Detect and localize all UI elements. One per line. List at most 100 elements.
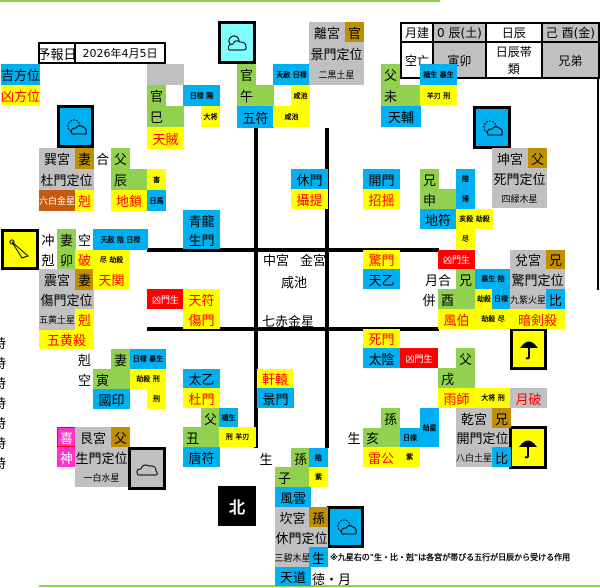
element-effect: 剋 xyxy=(75,309,94,330)
star-god-cell: 雷公 xyxy=(363,447,399,467)
ke-mark: 剋 xyxy=(77,353,91,369)
relation-cell: 孫 xyxy=(381,408,400,428)
gate-cell: 生門 xyxy=(183,230,220,249)
shensha-cell: 福生 暴生 xyxy=(420,64,457,85)
footnote: ※九星右の"生・比・剋"は各宮が帯びる五行が日辰から受ける作用 xyxy=(330,553,571,562)
shensha-cell: 天赦 陰 日禄 xyxy=(93,229,148,250)
palace-name: 震宮 xyxy=(39,269,75,290)
nine-star: 四緑木星 xyxy=(492,188,547,208)
shensha-cell: 陰 xyxy=(456,169,475,189)
gate-cell: 開門 xyxy=(363,169,400,189)
grid-line xyxy=(147,327,439,331)
branch-cell: 辰 xyxy=(111,169,147,190)
shensha-cell: 尽 xyxy=(456,229,475,249)
gate-cell: 杜門 xyxy=(183,388,220,408)
center-palace: 中宮 xyxy=(263,254,290,269)
unlucky-gate-badge: 凶門生 xyxy=(438,250,475,269)
gate-position: 景門定位 xyxy=(309,42,364,64)
branch-cell: 戌 xyxy=(438,368,475,388)
relation-cell: 妻 xyxy=(57,229,76,250)
element-effect: 比 xyxy=(546,289,565,309)
branch-cell: 申 xyxy=(420,189,456,209)
star-god-cell: 天輔 xyxy=(381,106,421,127)
palace-name: 坤宮 xyxy=(492,148,528,168)
gate-cell: 休門 xyxy=(291,169,328,189)
relation-cell: 父 xyxy=(381,64,400,85)
nine-star: 二黒土星 xyxy=(309,64,364,85)
branch-cell: 酉 xyxy=(438,289,475,309)
shensha-cell: 福生 xyxy=(219,408,238,428)
relation-cell: 兄 xyxy=(456,269,475,289)
info-label: 空亡 xyxy=(400,41,434,79)
star-god-cell: 攝提 xyxy=(291,189,328,209)
palace-name: 乾宮 xyxy=(456,408,492,428)
deity-cell: 太乙 xyxy=(183,369,220,388)
star-god-cell: 唐符 xyxy=(183,447,220,467)
kong-mark: 空 xyxy=(77,373,91,389)
sun-cloud-icon xyxy=(57,105,94,148)
deity-cell: 天道 xyxy=(275,567,311,586)
gate-cell: 傷門 xyxy=(183,309,220,329)
palace-name: 艮宮 xyxy=(75,427,111,447)
relation-cell: 官 xyxy=(147,85,166,106)
shensha-cell: 咸池 xyxy=(273,106,310,127)
gate-position: 傷門定位 xyxy=(39,290,94,309)
shensha-cell: 大将 刑 xyxy=(475,388,511,408)
nine-star: 九紫火星 xyxy=(510,289,546,309)
gate-position: 杜門定位 xyxy=(39,169,94,190)
gate-position: 開門定位 xyxy=(456,428,509,447)
deity-cell: 天乙 xyxy=(363,269,400,289)
info-label: 日辰帯類 xyxy=(484,41,543,79)
joy-god-badge: 神 xyxy=(57,447,76,467)
shensha-cell: 害 xyxy=(147,169,166,190)
chong-mark: 冲 xyxy=(41,234,55,249)
shensha-cell: 尽 劫殺 xyxy=(93,250,130,269)
shensha-cell: 日禄 暴生 xyxy=(130,349,166,369)
grid-line xyxy=(147,248,439,252)
shensha-cell: 劫殺 xyxy=(475,289,493,309)
time-mark: 時 xyxy=(0,373,6,392)
relation-cell: 官 xyxy=(237,64,256,85)
relation-cell: 父 xyxy=(111,148,130,169)
star-god-cell: 雨師 xyxy=(438,388,475,408)
shensha-cell: 劫殺 刑 xyxy=(130,369,166,389)
dark-sword-sha: 暗剣殺 xyxy=(510,309,565,329)
month-break: 月破 xyxy=(510,388,547,408)
po-mark: 破 xyxy=(75,250,94,269)
star-god-cell: 國印 xyxy=(93,389,130,409)
nine-star: 三碧木星 xyxy=(275,547,310,567)
time-mark: 時 xyxy=(0,433,6,452)
palace-relation: 兄 xyxy=(546,250,565,269)
palace-relation: 妻 xyxy=(75,269,94,290)
star-god-cell: 天符 xyxy=(183,289,220,309)
relation-cell: 兄 xyxy=(420,169,439,189)
cloud-icon xyxy=(128,447,166,490)
branch-cell: 子 xyxy=(275,467,310,487)
shensha-cell: 日禄 陽 xyxy=(183,85,220,106)
joy-god-badge: 喜 xyxy=(57,427,76,447)
center-xianchi: 咸池 xyxy=(281,276,308,291)
grid-line xyxy=(325,128,329,448)
ke-mark: 剋 xyxy=(41,254,55,269)
shensha-cell: 亥殺 劫殺 xyxy=(456,209,493,229)
sun-cloud-icon xyxy=(473,106,511,149)
info-value: 兄弟 xyxy=(540,41,600,79)
relation-cell: 孫 xyxy=(291,448,310,468)
branch-cell: 寅 xyxy=(93,369,130,389)
time-mark: 時 xyxy=(0,393,6,412)
forecast-label: 予報日 xyxy=(38,42,76,64)
star-god-cell: 風雲 xyxy=(275,487,311,507)
star-god-cell: 軒轅 xyxy=(257,369,293,388)
shensha-cell: 帰 xyxy=(456,189,475,209)
month-harmony: 月合 xyxy=(424,273,451,289)
unlucky-gate-badge: 凶門生 xyxy=(400,348,438,368)
cloudy-sun-icon xyxy=(218,21,256,64)
branch-cell: 午 xyxy=(237,85,274,106)
wuhuang-sha: 五黄殺 xyxy=(39,330,94,349)
element-effect: 剋 xyxy=(75,190,94,211)
bottom-rule xyxy=(39,585,600,587)
nine-star: 八白土星 xyxy=(456,447,492,467)
star-god-cell: 五符 xyxy=(237,106,274,128)
bing-mark: 併 xyxy=(422,293,436,309)
